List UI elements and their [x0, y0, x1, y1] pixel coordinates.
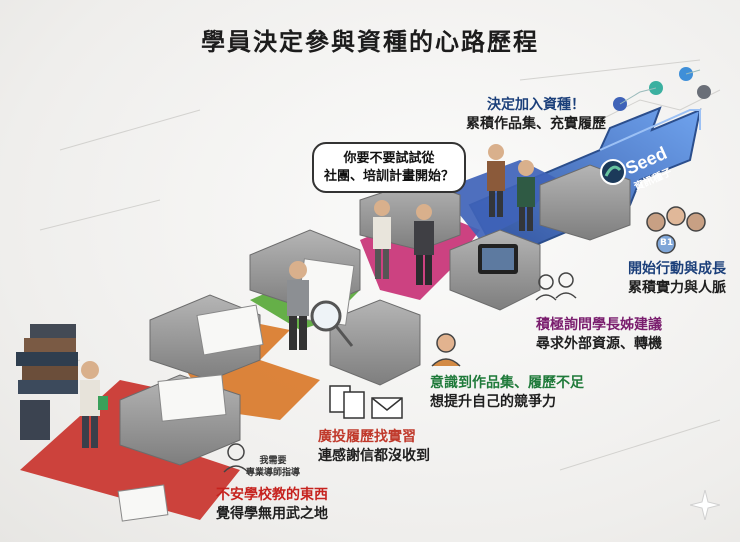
magnifier-icon [310, 300, 354, 347]
mini-note-line1: 我需要 [259, 456, 287, 466]
speech-bubble-line2: 社團、培訓計畫開始？ [324, 168, 455, 184]
figure-searching [287, 261, 309, 350]
caption-apply-line1: 廣投履歷找實習 [318, 429, 416, 445]
seed-logo-mark [600, 159, 626, 185]
page-title: 學員決定參與資種的心路歷程 [201, 28, 539, 56]
caption-join: 決定加入資種！ 累積作品集、充實履歷 [466, 96, 606, 134]
caption-ask-line1: 積極詢問學長姊建議 [536, 317, 662, 333]
caption-realize: 意識到作品集、履歷不足 想提升自己的競爭力 [430, 374, 584, 412]
caption-grow-line2: 累積實力與人脈 [628, 279, 726, 296]
caption-grow: 開始行動與成長 累積實力與人脈 [628, 260, 726, 298]
tech-icons [613, 67, 711, 111]
sparkle-icon [690, 490, 720, 520]
carpet-red [20, 380, 240, 520]
avatar-grow-group [646, 206, 706, 254]
circle-icon-4 [697, 85, 711, 99]
caption-grow-line1: 開始行動與成長 [628, 261, 726, 277]
mini-note-line2: 專業導師指導 [246, 467, 301, 478]
caption-join-line1: 決定加入資種！ [487, 97, 585, 113]
caption-apply-line2: 連感謝信都沒收到 [318, 447, 430, 464]
avatar-icons [223, 206, 706, 473]
figure-mentor-pair [373, 200, 434, 285]
avatar-ask-2 [555, 272, 577, 299]
document-icon [329, 385, 365, 419]
resume-papers [117, 258, 355, 522]
envelope-icon [371, 397, 403, 419]
tablet-device [478, 244, 518, 274]
student-figures [80, 144, 535, 448]
caption-realize-line1: 意識到作品集、履歷不足 [430, 375, 584, 391]
avatar-unsure [223, 443, 249, 473]
level-badge: B1 [660, 238, 674, 248]
caption-realize-line2: 想提升自己的競爭力 [430, 393, 556, 410]
figure-join-group [487, 144, 535, 231]
avatar-realize [431, 333, 461, 367]
caption-unsure-line1: 不安學校教的東西 [216, 487, 328, 503]
mini-note: 我需要 專業導師指導 [246, 456, 300, 479]
caption-unsure-line2: 覺得學無用武之地 [216, 505, 328, 522]
speech-bubble-line1: 你要不要試試從 [343, 151, 435, 166]
caption-apply: 廣投履歷找實習 連感謝信都沒收到 [318, 428, 430, 466]
figure-unsure [80, 361, 108, 448]
caption-ask: 積極詢問學長姊建議 尋求外部資源、轉機 [536, 316, 662, 354]
caption-unsure: 不安學校教的東西 覺得學無用武之地 [216, 486, 328, 524]
speech-bubble: 你要不要試試從 社團、培訓計畫開始？ [312, 142, 467, 194]
avatar-ask-1 [535, 274, 557, 301]
caption-join-line2: 累積作品集、充實履歷 [466, 115, 606, 132]
book-stack [16, 324, 78, 440]
caption-ask-line2: 尋求外部資源、轉機 [536, 335, 662, 352]
